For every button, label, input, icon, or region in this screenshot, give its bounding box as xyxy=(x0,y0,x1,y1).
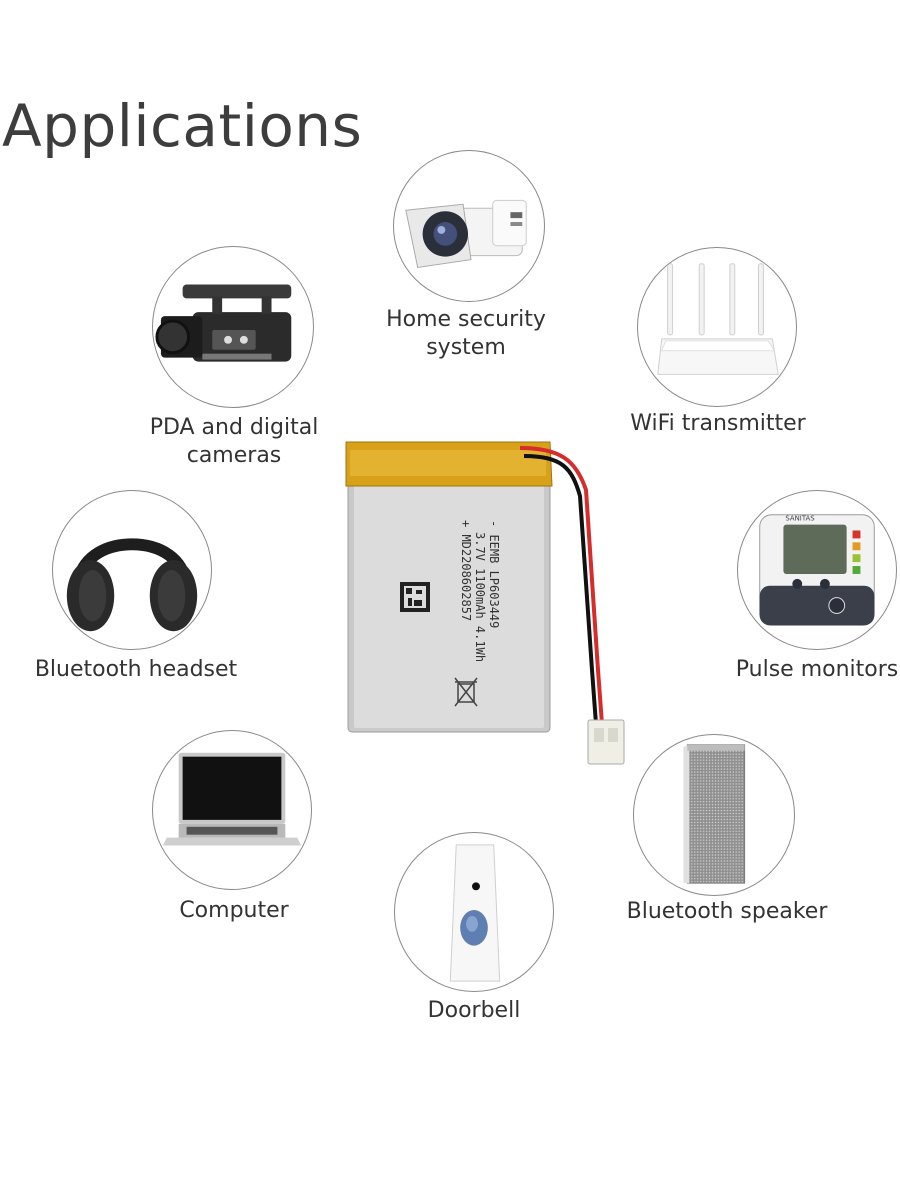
app-label-camera: PDA and digital cameras xyxy=(149,415,319,468)
speaker-icon xyxy=(683,744,746,884)
app-label-doorbell: Doorbell xyxy=(427,998,521,1023)
page-title: Applications xyxy=(2,92,363,160)
weee-bin-icon xyxy=(454,677,478,707)
lipo-battery-icon: - EEMB LP603449 3.7V 1100mAh 4.1Wh + MD2… xyxy=(345,441,625,765)
wifi-router-icon xyxy=(657,263,779,375)
app-label-security: Home security system xyxy=(386,307,546,360)
battery-print-line2: 3.7V 1100mAh 4.1Wh xyxy=(473,532,487,662)
video-camera-icon xyxy=(155,284,292,362)
doorbell-circle xyxy=(394,832,554,992)
laptop-circle xyxy=(152,730,312,890)
blood-pressure-monitor-icon: SANITAS xyxy=(759,514,875,626)
security-camera-icon xyxy=(405,199,527,269)
video-camera-circle xyxy=(152,246,314,408)
app-label-pulse: Pulse monitors xyxy=(735,657,899,682)
app-label-speaker: Bluetooth speaker xyxy=(626,899,828,924)
app-label-headset: Bluetooth headset xyxy=(34,657,238,682)
headphones-circle xyxy=(52,490,212,650)
pulse-monitor-circle: SANITAS xyxy=(737,490,897,650)
doorbell-icon xyxy=(449,844,501,982)
monitor-brand-text: SANITAS xyxy=(785,515,814,523)
app-label-wifi: WiFi transmitter xyxy=(630,411,806,436)
speaker-circle xyxy=(633,734,795,896)
laptop-icon xyxy=(162,752,302,846)
battery-image: - EEMB LP603449 3.7V 1100mAh 4.1Wh + MD2… xyxy=(340,430,640,780)
battery-print-line1: - EEMB LP603449 xyxy=(487,520,501,628)
battery-print-line3: + MD2208602857 xyxy=(459,520,473,621)
app-label-computer: Computer xyxy=(179,898,289,923)
security-camera-circle xyxy=(393,150,545,302)
headphones-icon xyxy=(66,538,198,632)
wifi-router-circle xyxy=(637,247,797,407)
